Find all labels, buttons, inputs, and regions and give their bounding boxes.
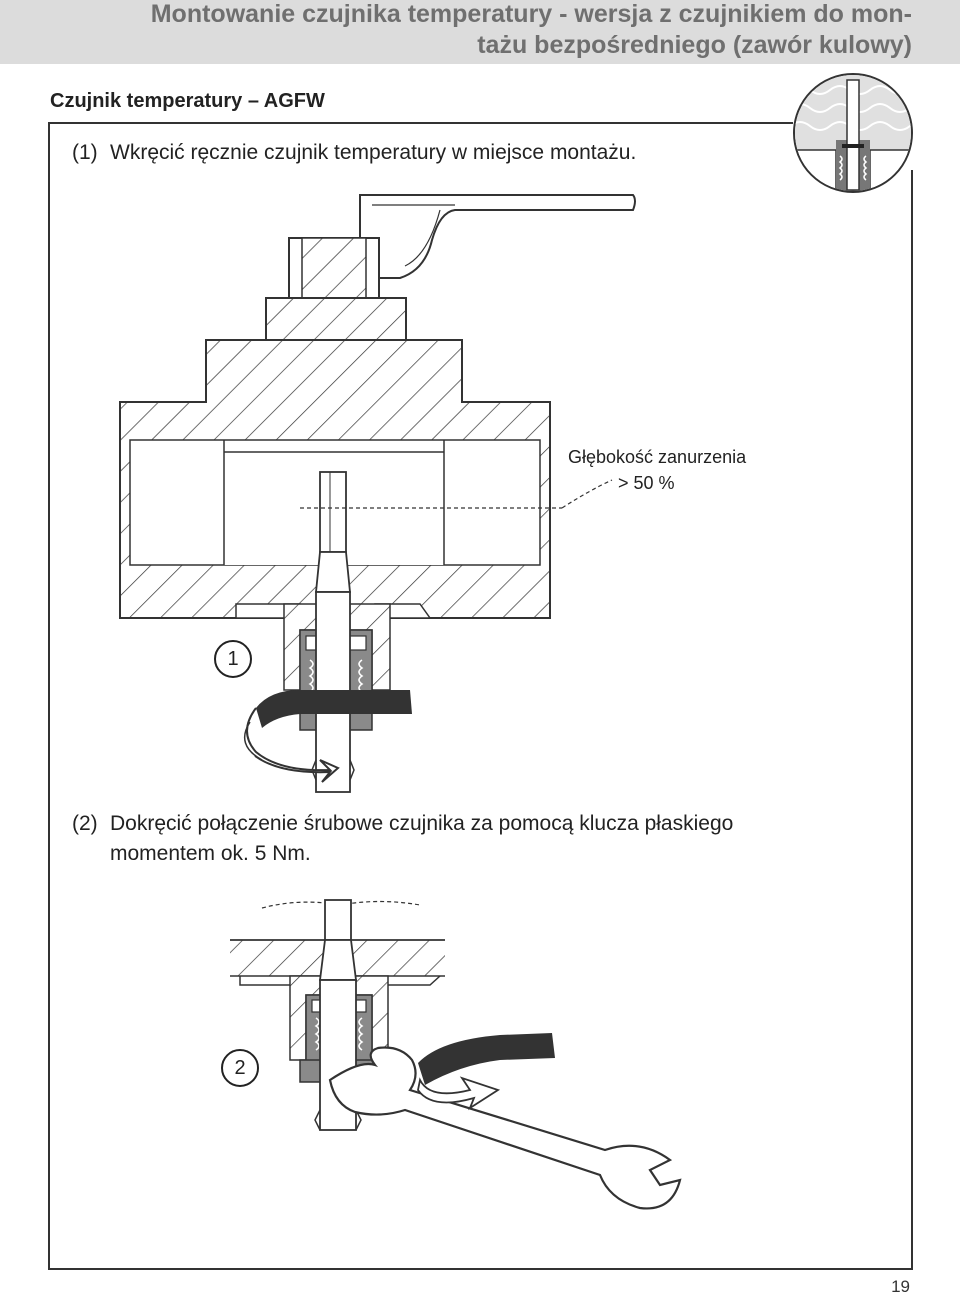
- page-title-line1: Montowanie czujnika temperatury - wersja…: [150, 0, 912, 28]
- sensor-detail-icon: [793, 73, 913, 193]
- page-number: 19: [891, 1277, 910, 1296]
- callout-2: 2: [221, 1049, 259, 1087]
- frame-right-border: [911, 170, 913, 1270]
- step-1-text: Wkręcić ręcznie czujnik temperatury w mi…: [110, 141, 637, 164]
- immersion-depth-value: > 50 %: [618, 473, 675, 493]
- frame-top-border: [48, 122, 793, 124]
- ball-valve-diagram: [119, 194, 636, 793]
- step-2-text-line2: momentem ok. 5 Nm.: [110, 842, 311, 865]
- step-1-instruction: (1) Wkręcić ręcznie czujnik temperatury w…: [72, 141, 636, 165]
- immersion-depth-label: Głębokość zanurzenia: [568, 447, 747, 467]
- wrench-tightening-diagram: [230, 899, 682, 1210]
- page-title-line2: tażu bezpośredniego (zawór kulowy): [477, 31, 912, 59]
- frame-bottom-border: [48, 1268, 913, 1270]
- callout-1: 1: [214, 640, 252, 678]
- frame-left-border: [48, 122, 50, 1270]
- step-2-number: (2): [72, 812, 98, 835]
- header-band: [0, 0, 960, 64]
- section-subtitle: Czujnik temperatury – AGFW: [50, 90, 325, 112]
- step-2-instruction: (2) Dokręcić połączenie śrubowe czujnika …: [72, 812, 733, 836]
- step-2-text-line1: Dokręcić połączenie śrubowe czujnika za …: [110, 812, 734, 835]
- step-1-number: (1): [72, 141, 98, 164]
